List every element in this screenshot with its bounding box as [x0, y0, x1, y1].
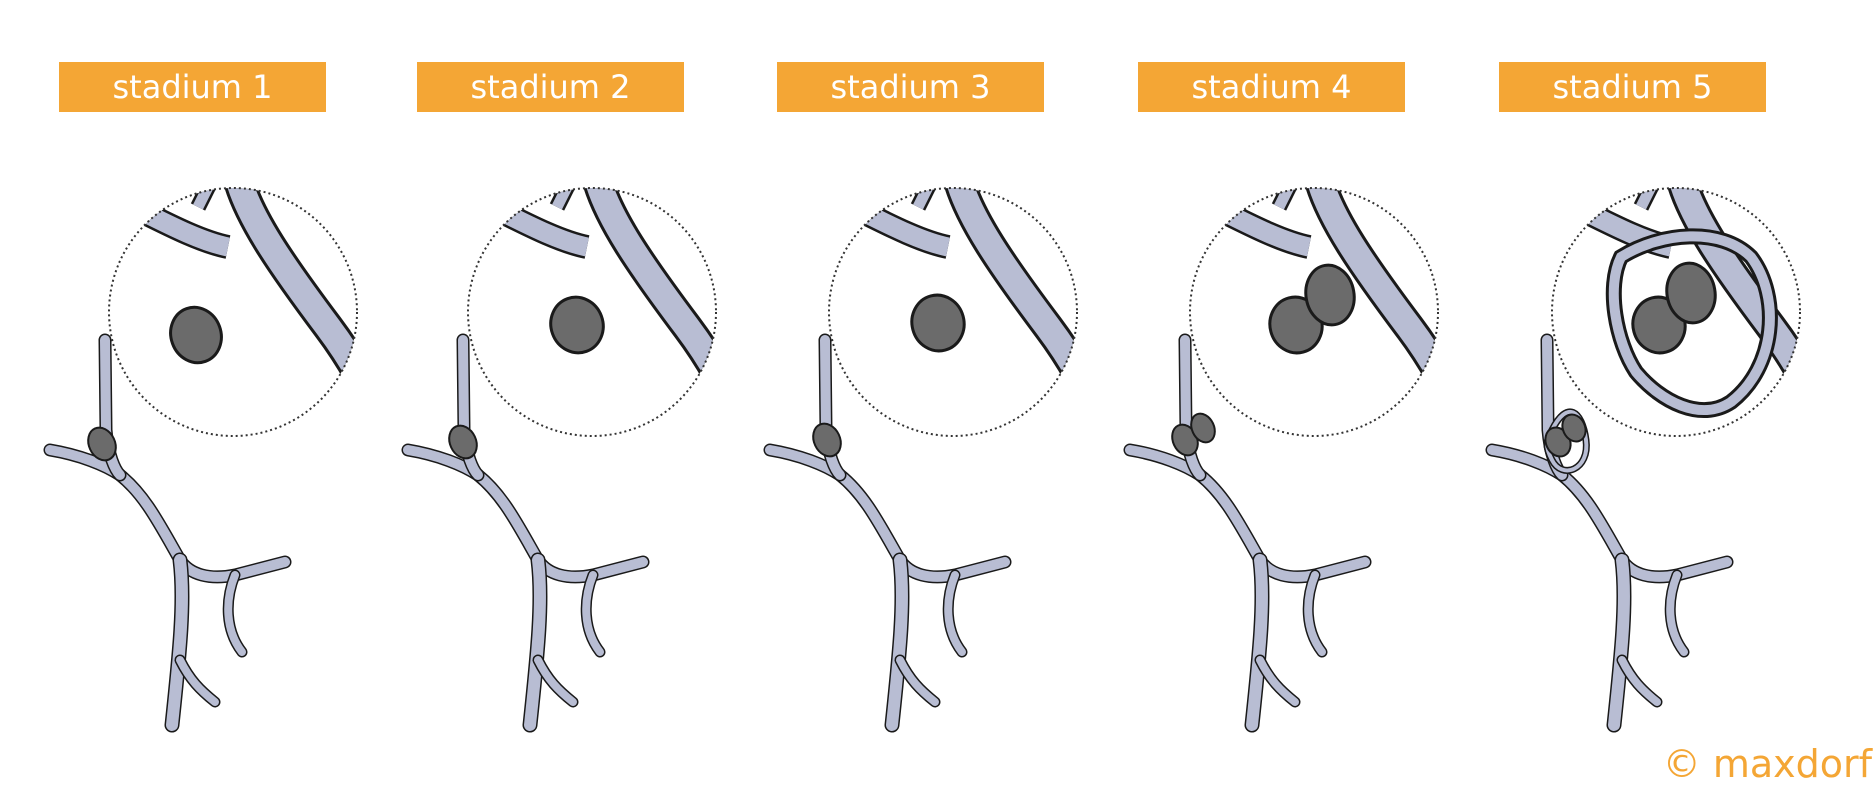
stage-5-label: stadium 5: [1499, 62, 1766, 112]
stage-2-tree: [408, 340, 643, 725]
stage-2-label: stadium 2: [417, 62, 684, 112]
stage-1-magnifier: [108, 187, 358, 437]
stage-1-tree: [50, 340, 285, 725]
stage-2-magnifier: [467, 187, 717, 437]
stage-3-magnifier: [828, 187, 1078, 437]
stage-4-tree: [1130, 340, 1365, 725]
stage-5-magnifier: [1551, 187, 1801, 437]
copyright-mark: © maxdorf: [1662, 742, 1872, 786]
stage-1-label: stadium 1: [59, 62, 326, 112]
stage-3-label: stadium 3: [777, 62, 1044, 112]
stage-3-tree: [770, 340, 1005, 725]
stage-4-label: stadium 4: [1138, 62, 1405, 112]
stage-4-magnifier: [1189, 187, 1439, 437]
stage-5-tree: [1492, 340, 1727, 725]
